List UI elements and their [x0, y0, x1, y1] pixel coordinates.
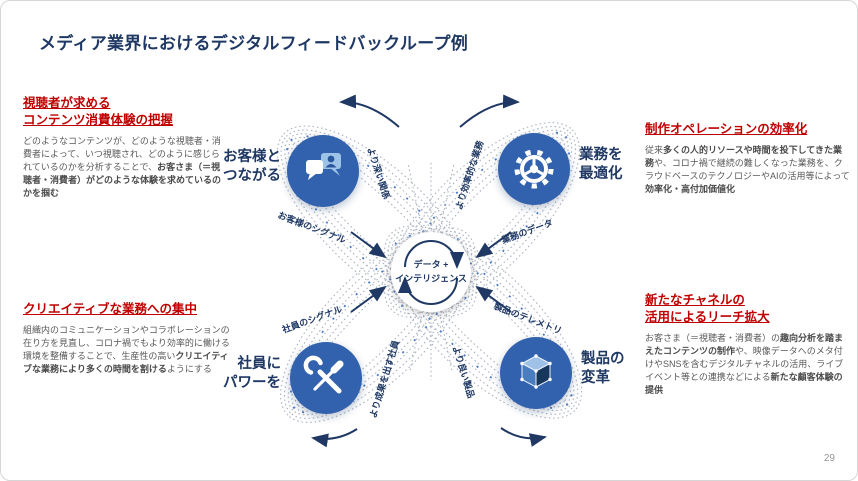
heading-line: 制作オペレーションの効率化: [645, 122, 808, 136]
benefit-body: 組織内のコミュニケーションやコラボレーションの在り方を見直し、コロナ禍でもより効…: [23, 324, 230, 375]
benefit-heading: クリエイティブな業務への集中: [23, 301, 233, 318]
node-label-products: 製品の変革: [581, 351, 625, 386]
benefit-heading: 視聴者が求める コンテンツ消費体験の把握: [23, 95, 225, 129]
tools-icon: [303, 355, 344, 394]
loop-direction-arrows: [311, 94, 547, 448]
signal-arrows: [350, 231, 512, 313]
benefit-block-creative-focus: クリエイティブな業務への集中 組織内のコミュニケーションやコラボレーションの在り…: [23, 301, 233, 376]
petal-loop-bottom-right: [383, 225, 583, 419]
node-label-customers: お客様とつながる: [223, 149, 281, 184]
benefit-body: 従来多くの人的リソースや時間を投下してきた業務や、コロナ禍で継続の難しくなった業…: [645, 144, 850, 195]
heading-line: 活用によるリーチ拡大: [645, 309, 770, 324]
heading-line: 新たなチャネルの: [645, 293, 745, 307]
node-label-employees: 社員にパワーを: [223, 356, 281, 391]
heading-line: コンテンツ消費体験の把握: [23, 112, 174, 127]
benefit-body: どのようなコンテンツが、どのような視聴者・消費者によって、いつ視聴され、どのよう…: [23, 135, 222, 198]
benefit-heading: 新たなチャネルの 活用によるリーチ拡大: [645, 292, 851, 326]
benefit-block-audience-insight: 視聴者が求める コンテンツ消費体験の把握 どのようなコンテンツが、どのような視聴…: [23, 95, 225, 200]
benefit-block-new-channels: 新たなチャネルの 活用によるリーチ拡大 お客さま（＝視聴者・消費者）の趣向分析を…: [645, 292, 851, 397]
center-hub-label: データ +インテリジェンス: [395, 259, 467, 284]
page-title: メディア業界におけるデジタルフィードバックループ例: [39, 34, 469, 53]
benefit-heading: 制作オペレーションの効率化: [645, 121, 851, 138]
chat-people-icon: [306, 153, 341, 180]
petal-loop-top-right: [384, 122, 580, 318]
center-cycle-arrows: [398, 240, 464, 305]
benefit-block-production-efficiency: 制作オペレーションの効率化 従来多くの人的リソースや時間を投下してきた業務や、コ…: [645, 121, 851, 196]
benefit-body: お客さま（＝視聴者・消費者）の趣向分析を踏まえたコンテンツの制作や、映像データへ…: [645, 332, 844, 395]
heading-line: クリエイティブな業務への集中: [23, 302, 198, 316]
node-label-operations: 業務を最適化: [579, 147, 623, 182]
gear-icon: [514, 149, 554, 189]
page-number: 29: [823, 453, 835, 464]
center-rays: [407, 162, 455, 380]
cube-icon: [520, 354, 552, 389]
heading-line: 視聴者が求める: [23, 96, 111, 110]
